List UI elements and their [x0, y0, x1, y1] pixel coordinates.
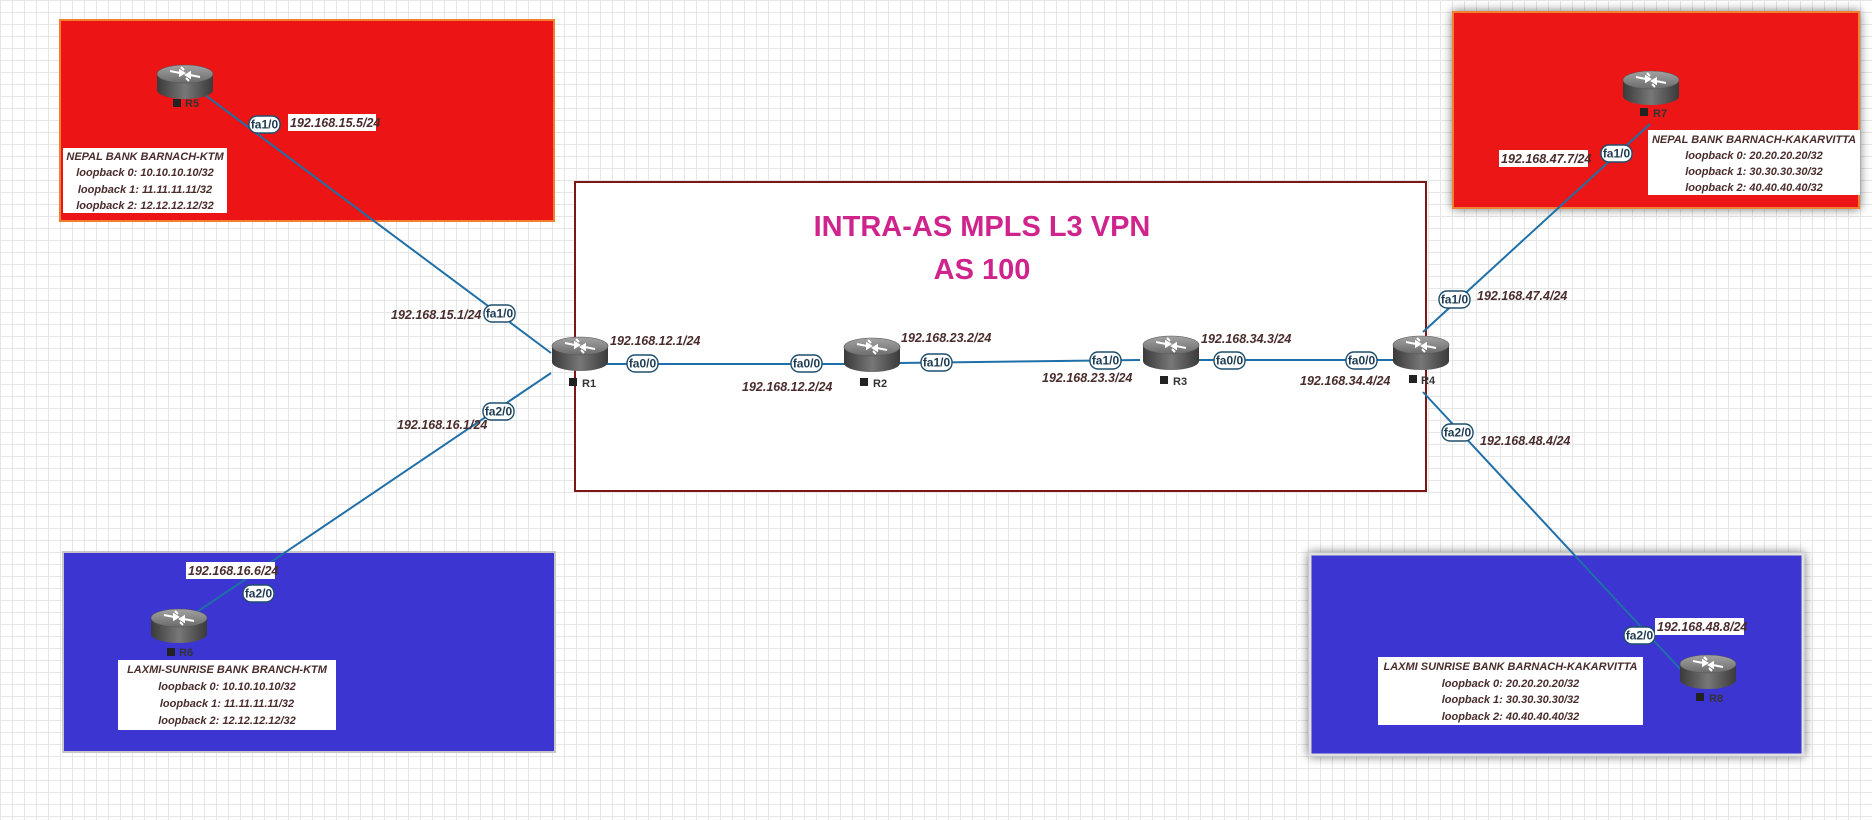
r3-fa1-0-label: fa1/0: [1092, 354, 1120, 368]
loopback-0: loopback 0: 10.10.10.10/32: [76, 167, 214, 179]
router-r3-label: R3: [1173, 376, 1187, 388]
router-r5-marker: [173, 99, 181, 107]
router-r8-label: R8: [1709, 693, 1723, 705]
router-r1-icon[interactable]: [551, 336, 609, 372]
router-r7-icon[interactable]: [1622, 70, 1680, 106]
router-r6-marker: [167, 648, 175, 656]
loopback-2: loopback 2: 12.12.12.12/32: [76, 200, 214, 212]
router-r2-marker: [860, 378, 868, 386]
router-r4-label: R4: [1421, 375, 1436, 387]
r6-fa2-0-label: fa2/0: [245, 587, 273, 601]
router-r7-label: R7: [1653, 108, 1667, 120]
loopback-2: loopback 2: 40.40.40.40/32: [1685, 182, 1823, 194]
r1-ip-to-r5: 192.168.15.1/24: [391, 308, 481, 322]
r4-ip-to-r7: 192.168.47.4/24: [1477, 289, 1567, 303]
site-info-laxmi-kakarvitta: LAXMI SUNRISE BANK BARNACH-KAKARVITTA lo…: [1378, 657, 1643, 725]
r4-ip-to-r3: 192.168.34.4/24: [1300, 374, 1390, 388]
site-info-nepal-kakarvitta: NEPAL BANK BARNACH-KAKARVITTA loopback 0…: [1648, 130, 1860, 195]
r3-ip-to-r2: 192.168.23.3/24: [1042, 371, 1132, 385]
r6-ip-label: 192.168.16.6/24: [188, 564, 278, 578]
r3-fa0-0-label: fa0/0: [1216, 354, 1244, 368]
r1-ip-to-r6: 192.168.16.1/24: [397, 418, 487, 432]
router-r3-icon[interactable]: [1142, 335, 1200, 371]
router-r5-icon[interactable]: [156, 64, 214, 100]
router-r2-label: R2: [873, 378, 887, 390]
r4-ip-to-r8: 192.168.48.4/24: [1480, 434, 1570, 448]
as-number-title: AS 100: [934, 254, 1031, 286]
ip-labels: 192.168.15.5/24 192.168.15.1/24 192.168.…: [186, 114, 1747, 635]
loopback-1: loopback 1: 11.11.11.11/32: [160, 698, 294, 710]
r1-fa0-0-label: fa0/0: [629, 357, 657, 371]
r4-fa2-0-label: fa2/0: [1444, 426, 1472, 440]
r2-fa0-0-label: fa0/0: [793, 357, 821, 371]
r1-fa1-0-label: fa1/0: [486, 307, 514, 321]
loopback-0: loopback 0: 10.10.10.10/32: [158, 681, 296, 693]
router-r7-marker: [1640, 108, 1648, 116]
r3-ip-to-r4: 192.168.34.3/24: [1201, 332, 1291, 346]
r8-fa2-0-label: fa2/0: [1626, 629, 1654, 643]
r4-fa0-0-label: fa0/0: [1348, 354, 1376, 368]
loopback-0: loopback 0: 20.20.20.20/32: [1442, 678, 1580, 690]
site-name: NEPAL BANK BARNACH-KAKARVITTA: [1652, 134, 1856, 146]
r2-ip-to-r1: 192.168.12.2/24: [742, 380, 832, 394]
as-100-box: [574, 181, 1427, 492]
router-r5-label: R5: [185, 98, 199, 110]
r5-ip-label: 192.168.15.5/24: [290, 116, 380, 130]
loopback-1: loopback 1: 30.30.30.30/32: [1685, 166, 1823, 178]
r7-ip-label: 192.168.47.7/24: [1501, 152, 1591, 166]
site-name: LAXMI SUNRISE BANK BARNACH-KAKARVITTA: [1383, 661, 1637, 673]
router-r4-icon[interactable]: [1392, 335, 1450, 371]
loopback-0: loopback 0: 20.20.20.20/32: [1685, 150, 1823, 162]
router-r6-icon[interactable]: [150, 608, 208, 644]
router-r2-icon[interactable]: [843, 337, 901, 373]
router-r8-marker: [1696, 693, 1704, 701]
site-name: LAXMI-SUNRISE BANK BRANCH-KTM: [127, 664, 328, 676]
site-name: NEPAL BANK BARNACH-KTM: [66, 151, 224, 163]
router-r1-marker: [569, 378, 577, 386]
interface-labels: fa1/0 fa1/0 fa0/0 fa2/0 fa2/0 fa0/0 fa1/…: [242, 115, 1656, 645]
loopback-2: loopback 2: 40.40.40.40/32: [1442, 711, 1580, 723]
router-r3-marker: [1160, 376, 1168, 384]
r5-fa1-0-label: fa1/0: [251, 118, 279, 132]
router-r1-label: R1: [582, 378, 596, 390]
router-r8-icon[interactable]: [1679, 654, 1737, 690]
r7-fa1-0-label: fa1/0: [1603, 147, 1631, 161]
r8-ip-label: 192.168.48.8/24: [1657, 620, 1747, 634]
loopback-1: loopback 1: 11.11.11.11/32: [78, 184, 212, 196]
site-info-nepal-ktm: NEPAL BANK BARNACH-KTM loopback 0: 10.10…: [63, 148, 227, 213]
router-r6-label: R6: [179, 647, 193, 659]
r4-fa1-0-label: fa1/0: [1441, 293, 1469, 307]
router-r4-marker: [1409, 375, 1417, 383]
diagram-title: INTRA-AS MPLS L3 VPN: [814, 211, 1151, 243]
site-info-laxmi-ktm: LAXMI-SUNRISE BANK BRANCH-KTM loopback 0…: [118, 660, 336, 730]
loopback-1: loopback 1: 30.30.30.30/32: [1442, 694, 1580, 706]
loopback-2: loopback 2: 12.12.12.12/32: [158, 715, 296, 727]
r2-fa1-0-label: fa1/0: [923, 356, 951, 370]
r2-ip-to-r3: 192.168.23.2/24: [901, 331, 991, 345]
r1-ip-to-r2: 192.168.12.1/24: [610, 334, 700, 348]
r1-fa2-0-label: fa2/0: [485, 405, 513, 419]
